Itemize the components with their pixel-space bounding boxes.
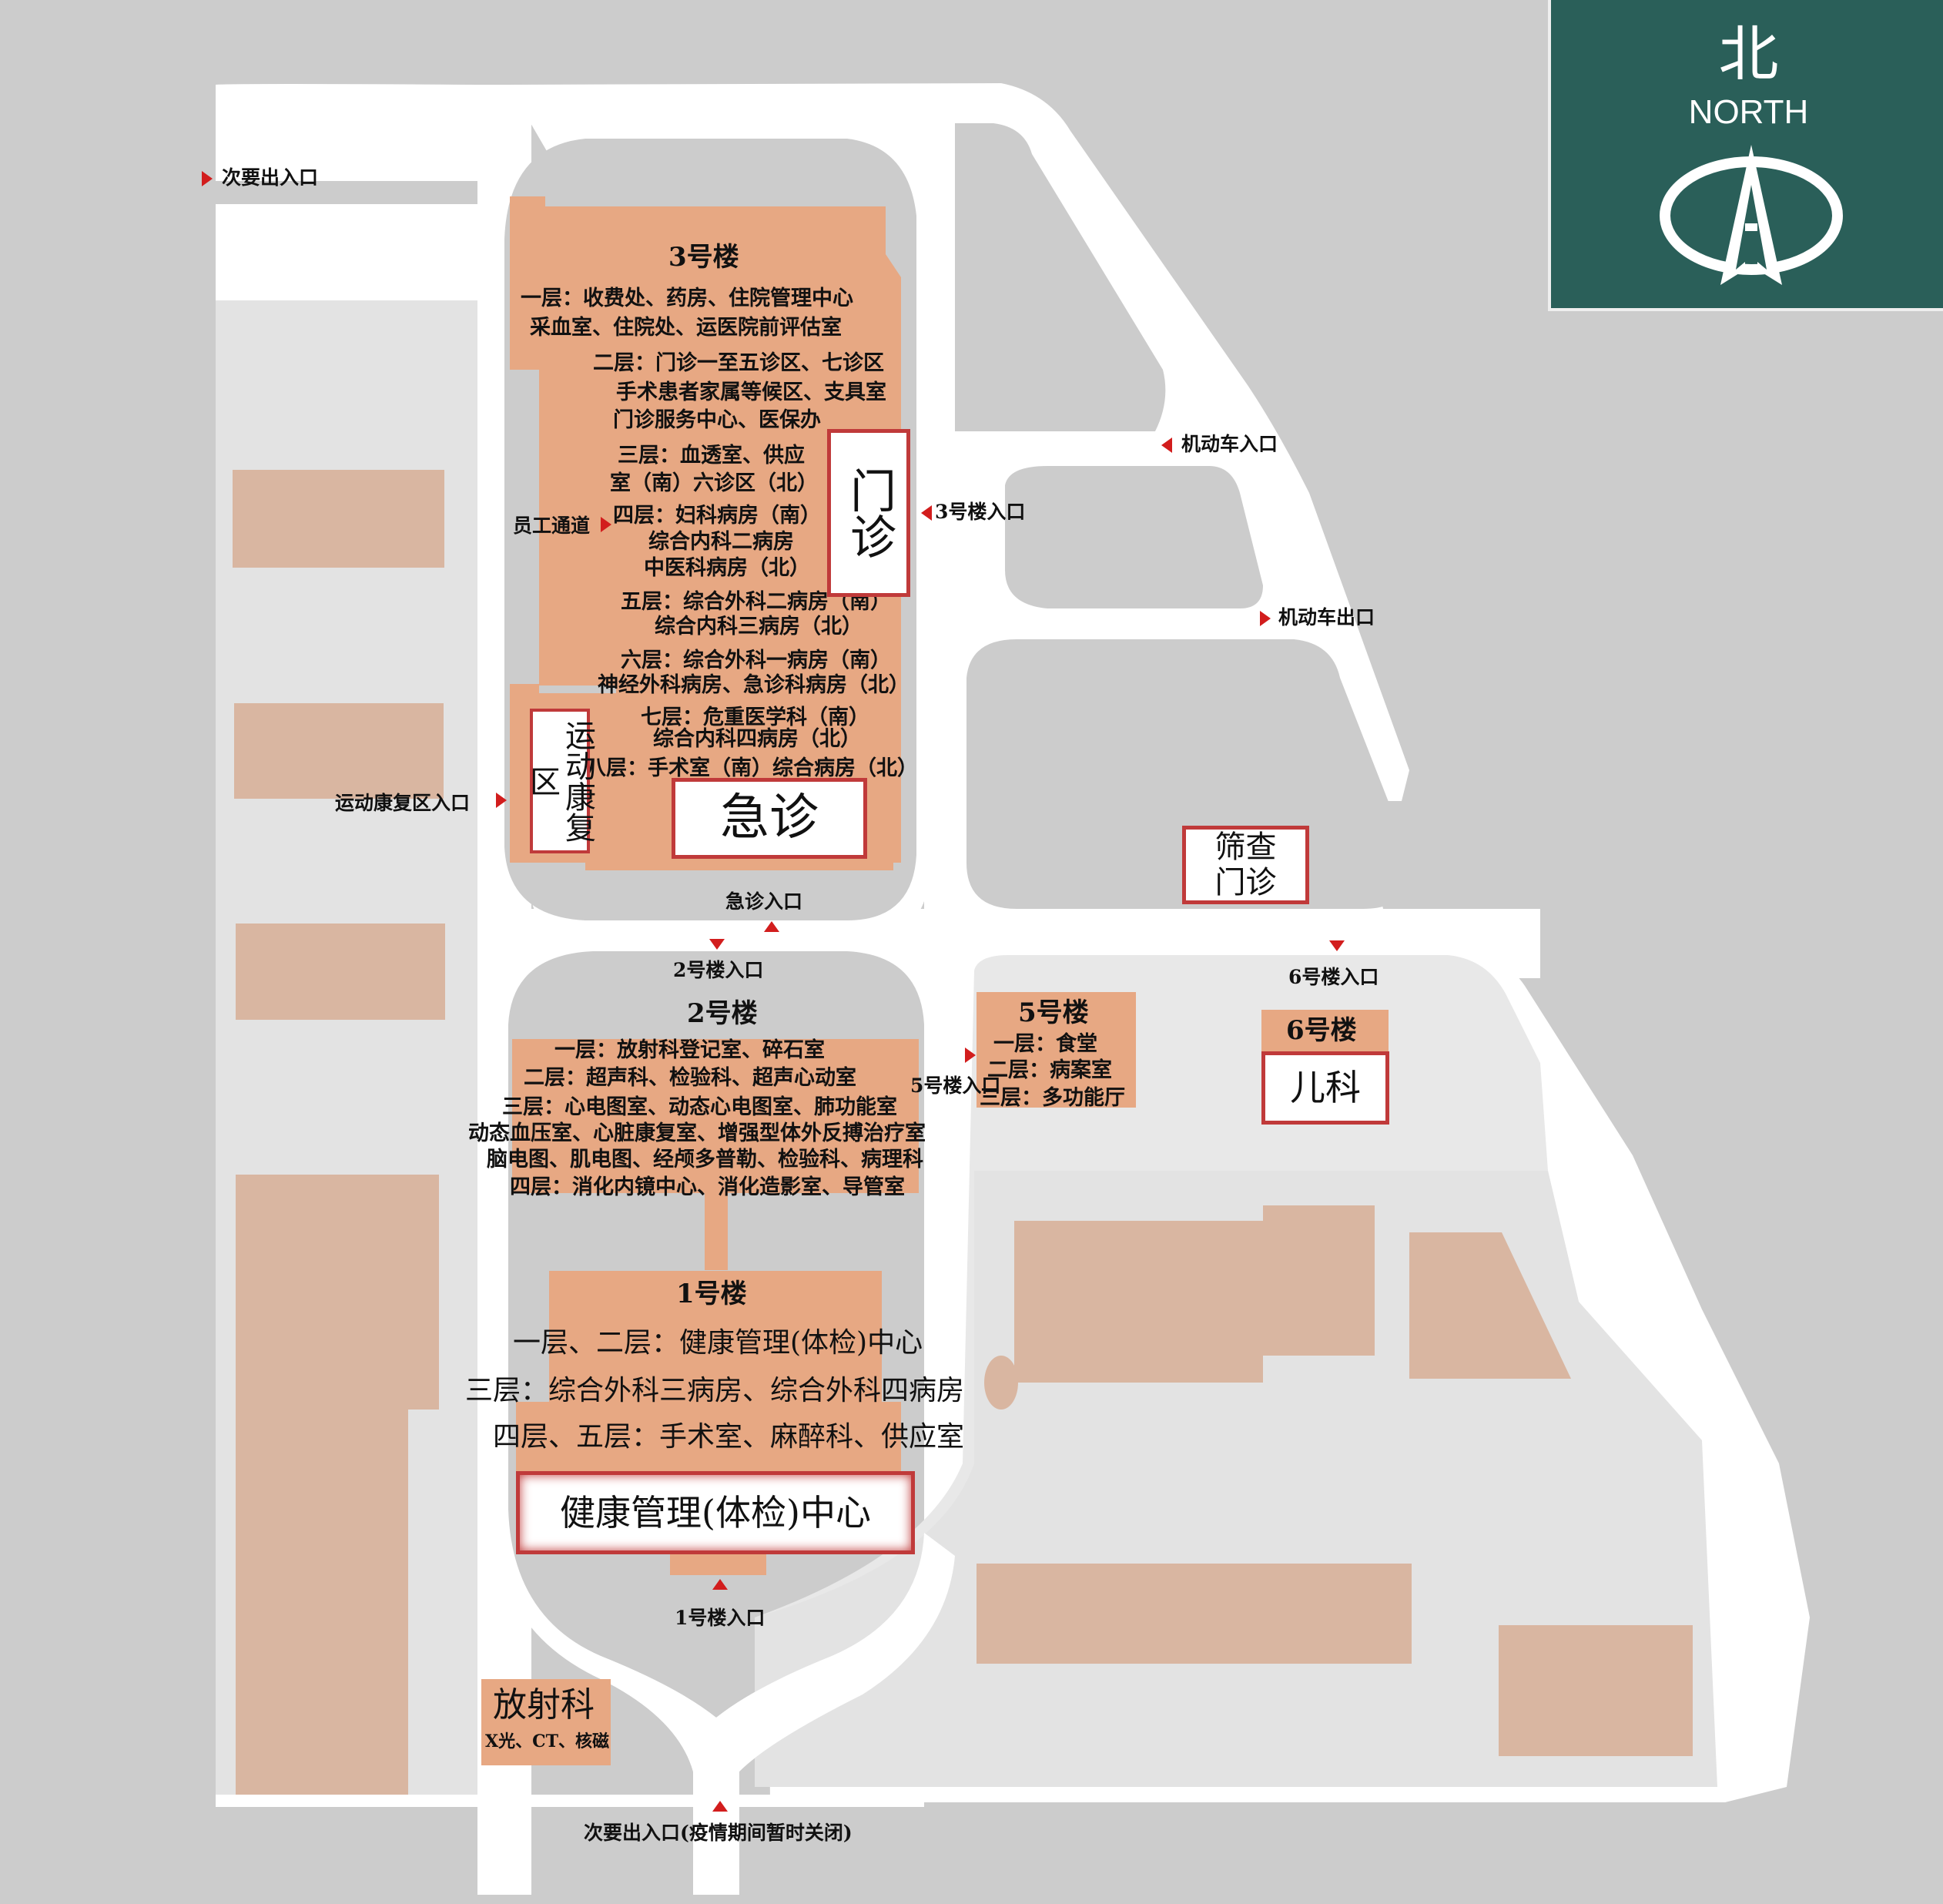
building2-name: 2号楼 xyxy=(687,998,758,1029)
emergency-entrance-marker xyxy=(764,921,779,932)
building2-entrance-label: 2号楼入口 xyxy=(673,959,764,981)
staff-passage-label: 员工通道 xyxy=(513,515,591,537)
building3-floor-line: 综合内科三病房（北） xyxy=(655,615,863,639)
building1-entrance-label: 1号楼入口 xyxy=(675,1607,765,1629)
building3-entrance-marker xyxy=(921,505,932,521)
radiology-name: 放射科 xyxy=(493,1685,595,1725)
building5-name: 5号楼 xyxy=(1018,997,1089,1028)
other-buildings xyxy=(233,470,1693,1795)
rehab-entrance-label: 运动康复区入口 xyxy=(335,792,471,814)
building2-floor-line: 动态血压室、心脏康复室、增强型体外反搏治疗室 xyxy=(468,1121,926,1145)
building1-name: 1号楼 xyxy=(676,1279,747,1309)
radiology-detail: X光、CT、核磁 xyxy=(485,1731,609,1751)
building5-entrance-marker xyxy=(965,1048,976,1063)
south-road xyxy=(493,1510,955,1895)
building3-floor-line: 七层：危重医学科（南） xyxy=(641,706,869,729)
building2-floor-line: 三层：心电图室、动态心电图室、肺功能室 xyxy=(502,1095,897,1119)
building1-entrance-marker xyxy=(712,1579,728,1590)
emergency-sign: 急诊 xyxy=(672,778,867,859)
rehab-entrance-marker xyxy=(496,793,507,808)
building6-entrance-marker xyxy=(1329,940,1345,951)
building3-floor-line: 室（南）六诊区（北） xyxy=(610,471,818,495)
building3-floor-line: 四层：妇科病房（南） xyxy=(613,504,821,528)
building3-floor-line: 八层：手术室（南）综合病房（北） xyxy=(585,756,918,780)
north-arrow-icon xyxy=(1660,145,1843,285)
outpatient-sign: 门诊 xyxy=(827,429,910,597)
building2-floor-line: 二层：超声科、检验科、超声心动室 xyxy=(524,1066,856,1090)
pediatrics-sign: 儿科 xyxy=(1261,1051,1389,1125)
building3-floor-line: 中医科病房（北） xyxy=(644,556,810,580)
vehicle-out-marker xyxy=(1260,611,1271,626)
building3-floor-line: 门诊服务中心、医保办 xyxy=(613,408,821,432)
building3-floor-line: 神经外科病房、急诊科病房（北） xyxy=(598,673,910,697)
building3-entrance-label: 3号楼入口 xyxy=(935,501,1026,523)
west-road xyxy=(477,909,508,1818)
building2-floor-line: 一层：放射科登记室、碎石室 xyxy=(554,1038,825,1062)
compass-title: 北 xyxy=(1718,20,1779,89)
building3-floor-line: 一层：收费处、药房、住院管理中心 xyxy=(521,287,853,310)
building1-floor-line: 四层、五层：手术室、麻醉科、供应室 xyxy=(493,1421,965,1453)
vehicle-in-marker xyxy=(1161,437,1172,453)
building2-floor-line: 四层：消化内镜中心、消化造影室、导管室 xyxy=(510,1175,905,1199)
screening-clinic-sign: 筛查门诊 xyxy=(1182,826,1309,904)
emergency-entrance-label: 急诊入口 xyxy=(725,890,803,913)
building1-floor-line: 一层、二层：健康管理(体检)中心 xyxy=(513,1327,923,1359)
compass-subtitle: NORTH xyxy=(1688,93,1809,131)
building6-entrance-label: 6号楼入口 xyxy=(1288,966,1379,988)
building3-floor-line: 三层：血透室、供应 xyxy=(618,444,805,468)
building3-floor-line: 六层：综合外科一病房（南） xyxy=(621,649,891,672)
secondary-bottom-entrance-label: 次要出入口(疫情期间暂时关闭) xyxy=(584,1822,853,1844)
building3-floor-line: 采血室、住院处、运医院前评估室 xyxy=(530,316,842,340)
compass-panel: 北 NORTH xyxy=(1548,0,1943,311)
building2-entrance-marker xyxy=(709,939,725,950)
building5-floor-line: 一层：食堂 xyxy=(993,1032,1097,1056)
building2-floor-line: 脑电图、肌电图、经颅多普勒、检验科、病理科 xyxy=(487,1148,923,1172)
building6-name: 6号楼 xyxy=(1286,1015,1357,1046)
rehab-area-sign: 运动康复区 xyxy=(524,709,595,853)
building3-floor-line: 综合内科二病房 xyxy=(648,530,794,554)
staff-passage-marker xyxy=(601,517,611,532)
main-buildings xyxy=(481,196,1389,1765)
building5-floor-line: 二层：病案室 xyxy=(987,1058,1112,1082)
building3-floor-line: 综合内科四病房（北） xyxy=(653,727,861,751)
building3-floor-line: 手术患者家属等候区、支具室 xyxy=(616,380,886,404)
building1-floor-line: 三层：综合外科三病房、综合外科四病房 xyxy=(465,1375,965,1406)
secondary-top-entrance-marker xyxy=(202,171,213,186)
building5-entrance-label: 5号楼入口 xyxy=(910,1074,1001,1097)
vehicle-in-label: 机动车入口 xyxy=(1181,433,1278,455)
secondary-bottom-entrance-marker xyxy=(712,1801,728,1812)
building5-floor-line: 三层：多功能厅 xyxy=(980,1086,1125,1110)
building3-name: 3号楼 xyxy=(668,242,739,273)
health-center-sign: 健康管理(体检)中心 xyxy=(516,1471,915,1554)
vehicle-out-label: 机动车出口 xyxy=(1278,606,1375,629)
secondary-top-entrance-label: 次要出入口 xyxy=(222,166,319,189)
building3-floor-line: 二层：门诊一至五诊区、七诊区 xyxy=(593,351,884,375)
